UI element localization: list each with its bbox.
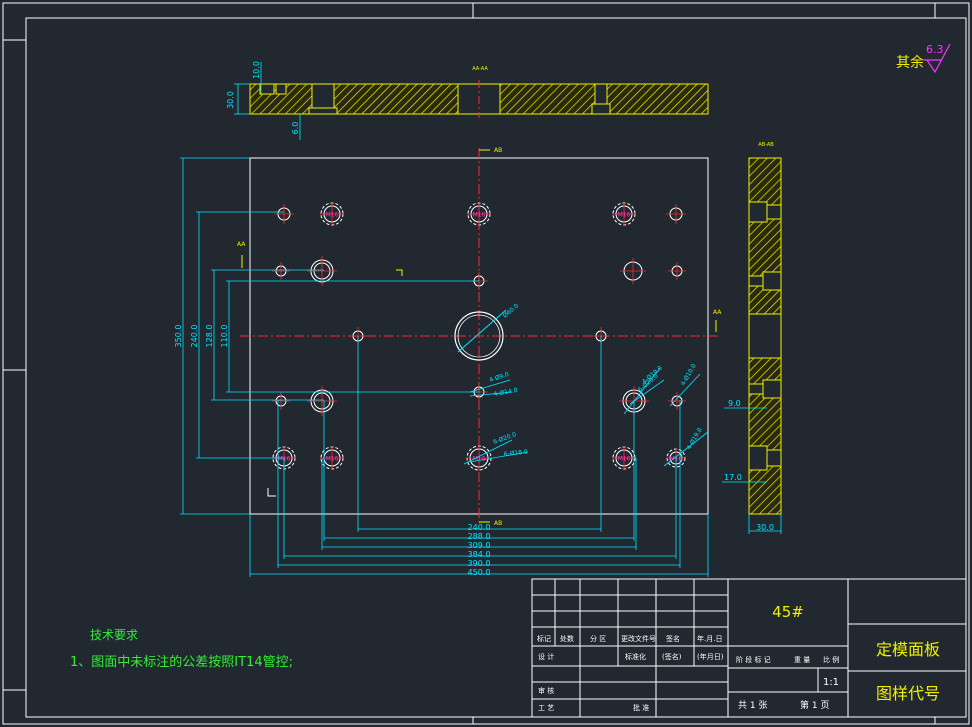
dim-side-17: 17.0 [724, 473, 742, 482]
sheet-no: 第 1 页 [800, 699, 829, 711]
title-block [531, 578, 967, 718]
dimension-leader [469, 379, 511, 393]
dimension-leader [623, 367, 661, 415]
hdr-change-doc: 更改文件号 [621, 634, 656, 643]
dim-side-30: 30.0 [756, 523, 774, 532]
dim-bottom-450: 450.0 [468, 568, 491, 577]
dimension-leader [469, 451, 529, 463]
dim-bottom-309: 309.0 [468, 541, 491, 550]
drawing-code: 图样代号 [876, 684, 940, 703]
bottom-dimension-chain [249, 336, 709, 577]
section-aa-label: AA-AA [472, 66, 488, 72]
dim-hole-depth: 6.0 [291, 122, 300, 135]
dim-thickness: 30.0 [226, 91, 235, 109]
scale-value: 1:1 [823, 677, 839, 688]
dimension-leader [669, 373, 701, 407]
row-design: 设 计 [538, 652, 554, 661]
hdr-sign: 签名 [666, 634, 680, 643]
hdr-count: 处数 [560, 634, 574, 643]
title-block-text: 标记 处数 分 区 更改文件号 签名 年.月.日 设 计 标准化 (签名) (年… [537, 634, 839, 712]
left-dimension-chain [180, 157, 479, 515]
section-ab-label: AB-AB [758, 142, 774, 148]
dimension-leader [469, 391, 513, 397]
dim-left-240: 240.0 [190, 325, 199, 348]
notes-title: 技术要求 [90, 628, 138, 642]
roughness-symbol: 其余 6.3 [896, 43, 951, 74]
hdr-zone: 分 区 [590, 634, 606, 643]
cut-aa-left: AA [237, 241, 246, 248]
row-standard: 标准化 [625, 652, 646, 661]
dim-hole-a: 4-Ø9.0 [488, 371, 510, 384]
hdr-date: 年.月.日 [697, 634, 722, 643]
roughness-value: 6.3 [926, 43, 944, 56]
dim-hole-b: 4-Ø14.0 [493, 387, 518, 398]
dimension-leader [629, 379, 665, 405]
dimension-leader [663, 431, 709, 467]
section-view-ab: AB-AB 9.0 17.0 30.0 [722, 142, 782, 534]
material: 45# [772, 603, 804, 621]
approval-review: 审 核 [538, 686, 554, 695]
sheet-total: 共 1 张 [738, 700, 767, 711]
section-view-aa: AA-AA 30.0 10.0 6.0 [226, 61, 709, 140]
approval-approve: 批 准 [633, 703, 649, 712]
stage-weight: 重 量 [794, 656, 810, 664]
dim-bottom-384: 384.0 [468, 550, 491, 559]
cut-ab-top: AB [494, 147, 502, 154]
dim-hole-d: 6-Ø18.0 [503, 448, 528, 457]
dim-left-128: 128.0 [205, 325, 214, 348]
dim-hole-g: 4-Ø10.0 [680, 363, 698, 387]
dim-bottom-288: 288.0 [468, 532, 491, 541]
roughness-other-label: 其余 [896, 54, 924, 71]
dim-bottom-240: 240.0 [468, 523, 491, 532]
cut-ab-bottom: AB [494, 520, 502, 527]
dim-left-110: 110.0 [220, 325, 229, 348]
dim-hole-h: 4-Ø19.0 [686, 427, 704, 451]
hdr-mark: 标记 [537, 634, 551, 643]
dim-bottom-390: 390.0 [468, 559, 491, 568]
dim-center-bore: Ø60.0 [502, 302, 520, 319]
row-date: (年月日) [697, 652, 724, 661]
notes-item-1: 1、图面中未标注的公差按照IT14管控; [70, 654, 293, 670]
stage-mark: 阶 段 标 记 [736, 655, 771, 664]
cut-aa-right: AA [713, 309, 722, 316]
dim-counterbore-depth: 10.0 [252, 61, 261, 79]
row-signature: (签名) [662, 652, 682, 661]
dim-left-350: 350.0 [174, 325, 183, 348]
technical-notes: 技术要求 1、图面中未标注的公差按照IT14管控; [70, 628, 293, 670]
dimension-leader [463, 439, 513, 465]
approval-process: 工 艺 [538, 704, 554, 712]
part-name: 定模面板 [876, 640, 940, 659]
stage-scale: 比 例 [823, 655, 839, 664]
dim-side-9: 9.0 [728, 399, 741, 408]
